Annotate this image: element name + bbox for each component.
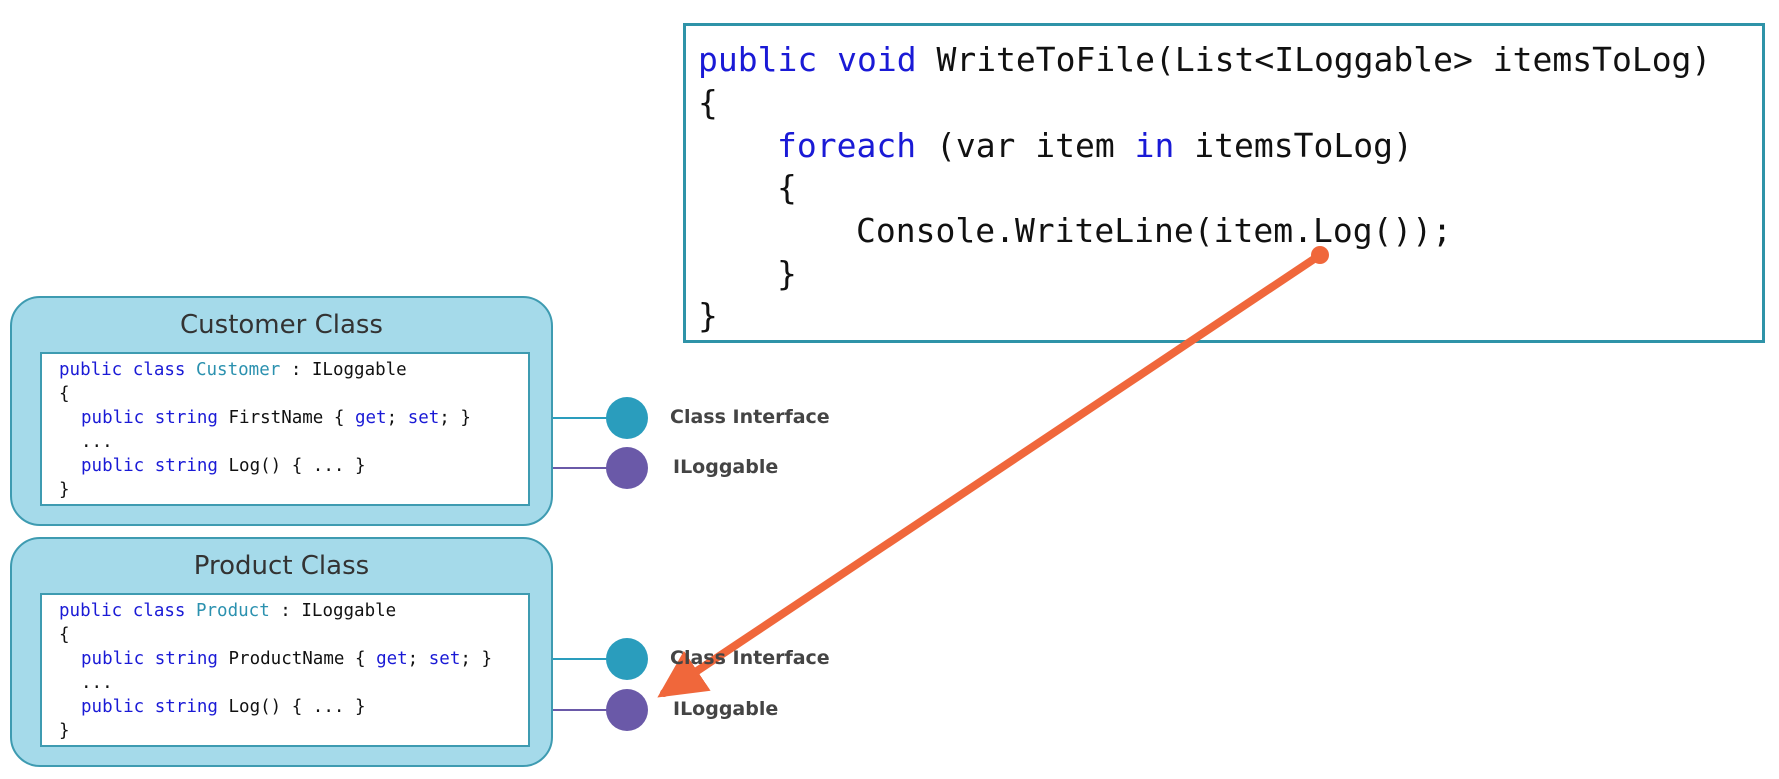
customer-iloggable-dot [606, 447, 648, 489]
keyword-public-string: public string [81, 697, 218, 717]
class-name-customer: Customer [195, 360, 281, 380]
property-close: ; } [439, 408, 471, 428]
product-class-code: public class Product : ILoggable { publi… [40, 593, 530, 747]
product-property-line: public string ProductName { get; set; } [81, 647, 492, 671]
keyword-set: set [428, 649, 461, 669]
product-class-box: Product Class public class Product : ILo… [10, 537, 553, 767]
semicolon: ; [407, 649, 419, 669]
product-class-interface-dot [606, 638, 648, 680]
class-name-product: Product [195, 601, 270, 621]
property-open-brace: { [333, 408, 345, 428]
keyword-public-string: public string [81, 408, 218, 428]
property-productname: ProductName [228, 649, 345, 669]
code-line-foreach: foreach (var item in itemsToLog) [777, 126, 1413, 166]
product-iloggable-dot [606, 689, 648, 731]
keyword-public-class: public class [59, 360, 186, 380]
keyword-foreach: foreach [777, 126, 917, 165]
product-class-title: Product Class [193, 551, 370, 581]
customer-class-box: Customer Class public class Customer : I… [10, 296, 553, 526]
customer-iloggable-label: ILoggable [673, 456, 779, 478]
keyword-void: void [837, 40, 917, 79]
keyword-get: get [354, 408, 387, 428]
keyword-public: public [698, 40, 818, 79]
customer-class-interface-dot [606, 397, 648, 439]
interface-implementation: : ILoggable [290, 360, 407, 380]
dispatch-arrow [657, 251, 1324, 698]
customer-class-interface-label: Class Interface [670, 406, 830, 428]
keyword-get: get [376, 649, 408, 669]
code-line-signature: public void WriteToFile(List<ILoggable> … [698, 40, 1711, 80]
property-firstname: FirstName [228, 408, 324, 428]
keyword-in: in [1134, 126, 1175, 165]
product-open-brace: { [59, 625, 70, 645]
write-to-file-code-panel: public void WriteToFile(List<ILoggable> … [683, 23, 1765, 343]
keyword-public-string: public string [81, 456, 218, 476]
customer-close-brace: } [59, 480, 70, 500]
code-line-close-brace: } [698, 296, 718, 335]
interface-implementation: : ILoggable [280, 601, 397, 621]
property-open-brace: { [354, 649, 366, 669]
product-iloggable-label: ILoggable [673, 698, 779, 720]
product-decl-line: public class Product : ILoggable [59, 599, 396, 623]
customer-class-title: Customer Class [180, 310, 383, 340]
product-log-line: public string Log() { ... } [81, 695, 365, 719]
customer-log-line: public string Log() { ... } [81, 454, 365, 478]
method-signature: WriteToFile(List<ILoggable> itemsToLog) [936, 40, 1712, 79]
foreach-collection: itemsToLog) [1194, 126, 1413, 165]
customer-open-brace: { [59, 384, 70, 404]
customer-class-code: public class Customer : ILoggable { publ… [40, 352, 530, 506]
log-method: Log() { ... } [228, 456, 366, 476]
product-class-interface-label: Class Interface [670, 647, 830, 669]
foreach-var: (var item [935, 126, 1115, 165]
product-ellipsis: ... [81, 673, 113, 693]
keyword-public-class: public class [59, 601, 186, 621]
code-line-inner-open-brace: { [777, 168, 797, 207]
code-line-open-brace: { [698, 83, 718, 122]
keyword-set: set [407, 408, 440, 428]
customer-property-line: public string FirstName { get; set; } [81, 406, 471, 430]
log-method: Log() { ... } [228, 697, 366, 717]
code-line-inner-close-brace: } [777, 254, 797, 293]
code-line-console-writeline: Console.WriteLine(item.Log()); [856, 211, 1453, 250]
property-close: ; } [460, 649, 492, 669]
product-close-brace: } [59, 721, 70, 741]
keyword-public-string: public string [81, 649, 218, 669]
customer-decl-line: public class Customer : ILoggable [59, 358, 407, 382]
semicolon: ; [386, 408, 398, 428]
customer-ellipsis: ... [81, 432, 113, 452]
